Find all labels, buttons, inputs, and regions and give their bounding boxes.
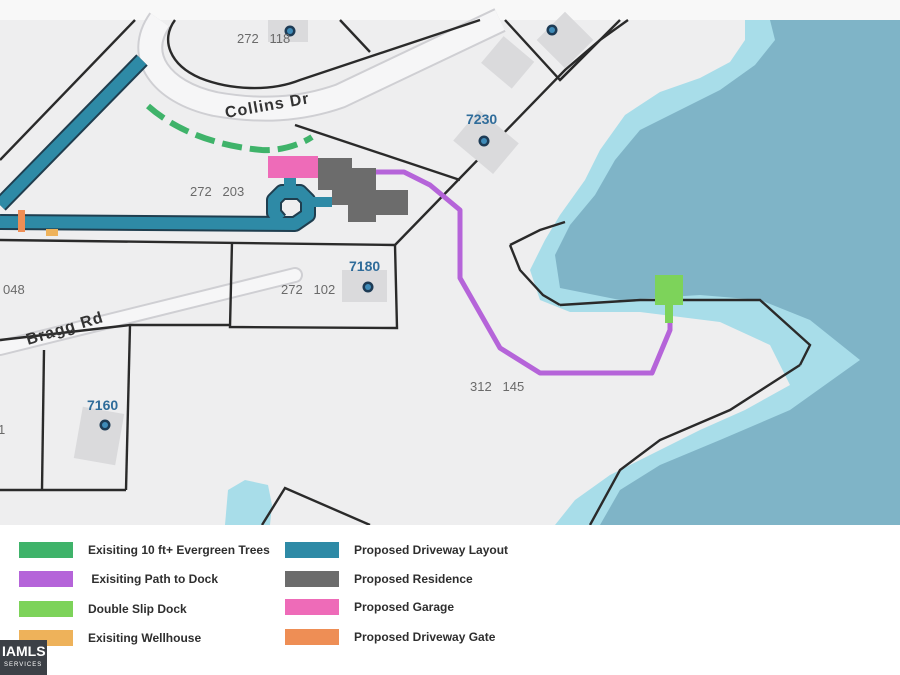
mls-logo-text: IAMLS xyxy=(2,643,46,659)
mls-logo-badge: IAMLS SERVICES xyxy=(0,640,47,675)
legend-label: Exisiting Path to Dock xyxy=(88,572,219,586)
parcel-label: 272 102 xyxy=(281,282,335,297)
legend-item-garage: Proposed Garage xyxy=(285,597,454,617)
address-label: 7180 xyxy=(349,258,380,274)
proposed-driveway-diagonal-fill xyxy=(0,55,147,210)
parcel-label: 272 118 xyxy=(237,31,290,46)
legend-swatch xyxy=(285,599,339,615)
legend-label: Double Slip Dock xyxy=(88,602,187,616)
parcel-label: 312 145 xyxy=(470,379,524,394)
address-label: 7160 xyxy=(87,397,118,413)
proposed-driveway-main-fill xyxy=(0,186,314,230)
legend-item-path-to-dock: Exisiting Path to Dock xyxy=(19,569,218,589)
collins-dr-road-fill xyxy=(139,10,505,120)
property-map: Collins Dr Bragg Rd 272 118 272 203 272 … xyxy=(0,0,900,525)
proposed-residence xyxy=(318,158,408,222)
legend-label: Proposed Residence xyxy=(354,572,473,586)
parcel-label: 272 203 xyxy=(190,184,244,199)
legend-label: Exisiting 10 ft+ Evergreen Trees xyxy=(88,543,270,557)
property-lines xyxy=(0,18,812,525)
mls-logo-subtext: SERVICES xyxy=(4,662,43,668)
legend-label: Exisiting Wellhouse xyxy=(88,631,202,645)
map-top-strip xyxy=(0,0,900,20)
pond-bottom xyxy=(225,480,272,525)
evergreen-trees xyxy=(146,103,314,154)
address-label: 7230 xyxy=(466,111,497,127)
legend-swatch xyxy=(285,629,339,645)
legend-item-residence: Proposed Residence xyxy=(285,569,473,589)
legend-label: Proposed Garage xyxy=(354,600,455,614)
legend-swatch xyxy=(19,542,73,558)
legend-swatch xyxy=(19,571,73,587)
double-slip-dock xyxy=(655,275,683,305)
legend-swatch xyxy=(19,601,73,617)
bragg-rd-road-fill xyxy=(0,269,301,354)
legend-swatch xyxy=(285,571,339,587)
legend-label: Proposed Driveway Gate xyxy=(354,630,496,644)
parcel-label: 1 xyxy=(0,422,5,437)
driveway-gate xyxy=(18,210,25,232)
path-to-dock xyxy=(376,169,673,376)
parcel-label: 048 xyxy=(3,282,25,297)
house-markers xyxy=(99,24,558,431)
legend-item-driveway-layout: Proposed Driveway Layout xyxy=(285,540,508,560)
dock-walkway xyxy=(665,303,673,323)
legend-label: Proposed Driveway Layout xyxy=(354,543,509,557)
proposed-garage xyxy=(268,156,318,178)
legend-item-driveway-gate: Proposed Driveway Gate xyxy=(285,627,495,647)
legend-item-evergreen-trees: Exisiting 10 ft+ Evergreen Trees xyxy=(19,540,270,560)
wellhouse xyxy=(46,229,58,236)
map-legend: Exisiting 10 ft+ Evergreen Trees Exisiti… xyxy=(0,525,900,675)
lake-deep xyxy=(555,20,900,525)
legend-swatch xyxy=(285,542,339,558)
legend-item-double-slip-dock: Double Slip Dock xyxy=(19,599,187,619)
